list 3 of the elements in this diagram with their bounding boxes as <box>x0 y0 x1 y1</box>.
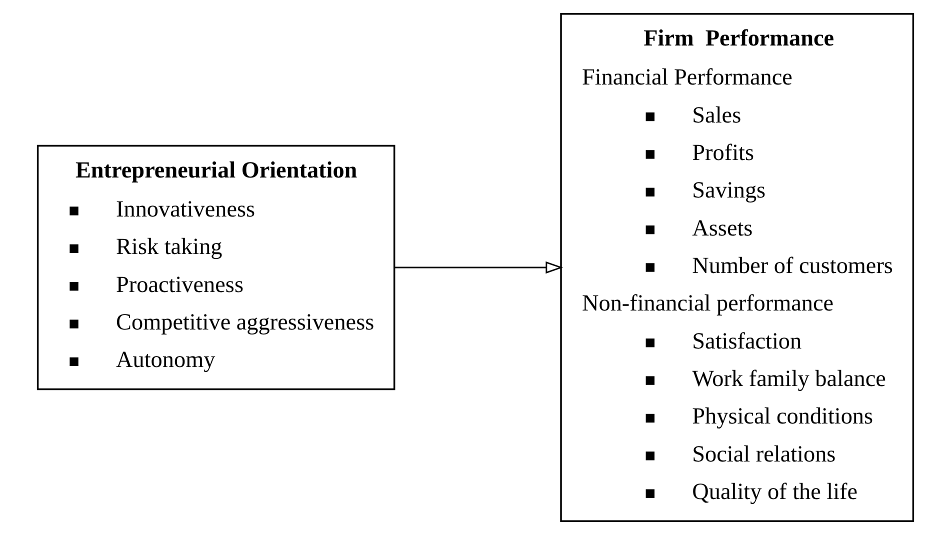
arrow <box>394 261 564 274</box>
node-box: Entrepreneurial Orientation Innovativeness Risk taking Proactiveness Competitive aggressiveness Autonomy <box>36 144 396 390</box>
node-box: Firm Performance Financial Performance Sales Profits Savings Assets Number of customers Non-financial performance Satisfaction Work family balance Physical conditions Social relations Quality of the life <box>560 13 914 522</box>
